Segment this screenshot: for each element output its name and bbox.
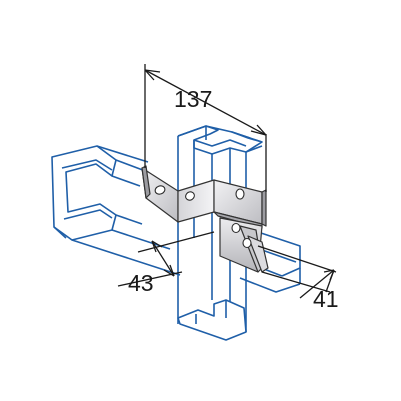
dimension-43: 43 [117, 231, 215, 296]
bolt-hole [235, 188, 245, 200]
bolt-hole [231, 222, 241, 234]
bolt-hole [154, 185, 166, 195]
post-bottom-end [177, 299, 247, 341]
channel-left-end [51, 145, 117, 241]
dim-41-label: 41 [313, 286, 339, 312]
dim-137-leader [144, 69, 267, 136]
dim-137-label: 137 [174, 86, 212, 112]
z-bracket-plate [141, 165, 269, 273]
bolt-hole [242, 237, 252, 249]
post-top-end [177, 125, 263, 155]
dimension-41: 41 [257, 245, 339, 312]
bolt-hole [185, 191, 195, 201]
dim-43-label: 43 [128, 270, 154, 296]
dimension-137: 137 [144, 64, 267, 192]
bracket-center-web [177, 179, 215, 223]
